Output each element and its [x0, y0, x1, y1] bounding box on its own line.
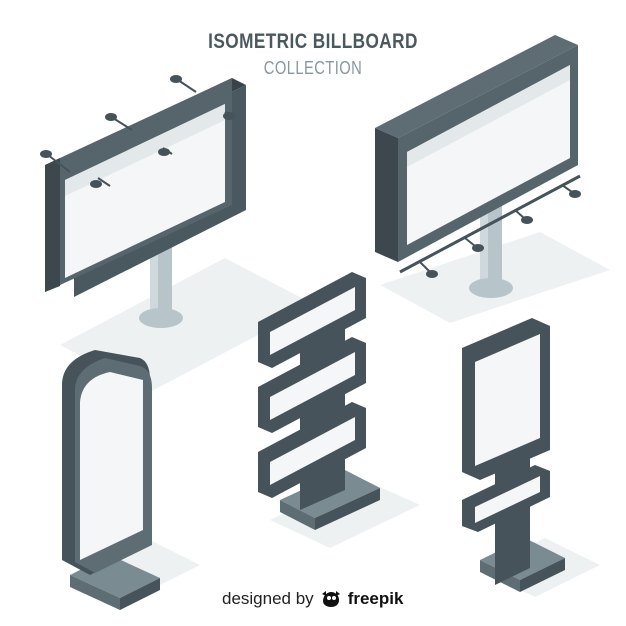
credit-brand: freepik: [347, 589, 404, 608]
credit-prefix: designed by: [222, 589, 314, 608]
pylon-screen: [475, 334, 540, 466]
pylon-billboard: [462, 318, 600, 597]
pole-base: [139, 308, 183, 328]
freepik-logo-icon: [321, 591, 340, 607]
roadside-billboard-right: [375, 35, 610, 323]
rounded-totem-billboard: [62, 350, 200, 610]
stacked-signs-billboard: [258, 272, 420, 548]
designed-by-credit[interactable]: designed by freepik: [222, 587, 403, 611]
roadside-billboard-left: [40, 75, 315, 392]
collection-subtitle: COLLECTION: [263, 58, 363, 78]
billboard-screen: [407, 65, 570, 245]
totem-screen: [80, 372, 143, 560]
collection-title: ISOMETRIC BILLBOARD: [208, 30, 418, 53]
billboard-screen: [65, 104, 225, 278]
